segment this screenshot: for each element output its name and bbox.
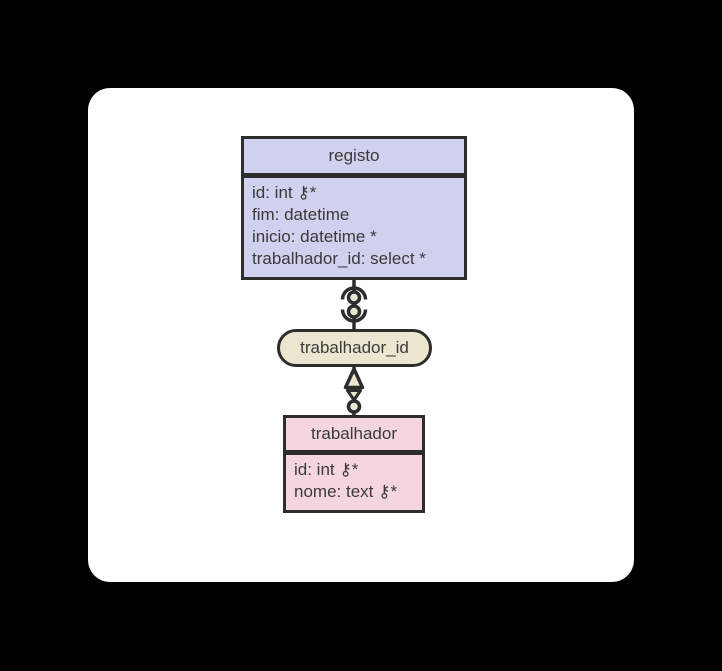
entity-trabalhador-fields: id: int ⚷* nome: text ⚷*: [286, 455, 422, 510]
relationship-pill-trabalhador-id[interactable]: trabalhador_id: [277, 329, 432, 367]
entity-registo-fields: id: int ⚷* fim: datetime inicio: datetim…: [244, 178, 464, 277]
field-registo-fim[interactable]: fim: datetime: [252, 205, 350, 224]
entity-registo-title: registo: [244, 139, 464, 178]
relationship-label: trabalhador_id: [300, 338, 409, 357]
field-registo-trabalhador-id[interactable]: trabalhador_id: select *: [252, 249, 426, 268]
field-trabalhador-id[interactable]: id: int ⚷*: [294, 460, 359, 479]
field-trabalhador-nome[interactable]: nome: text ⚷*: [294, 482, 398, 501]
entity-registo[interactable]: registo id: int ⚷* fim: datetime inicio:…: [241, 136, 467, 280]
field-registo-id[interactable]: id: int ⚷*: [252, 183, 317, 202]
entity-trabalhador-title: trabalhador: [286, 418, 422, 455]
entity-trabalhador[interactable]: trabalhador id: int ⚷* nome: text ⚷*: [283, 415, 425, 513]
field-registo-inicio[interactable]: inicio: datetime *: [252, 227, 377, 246]
